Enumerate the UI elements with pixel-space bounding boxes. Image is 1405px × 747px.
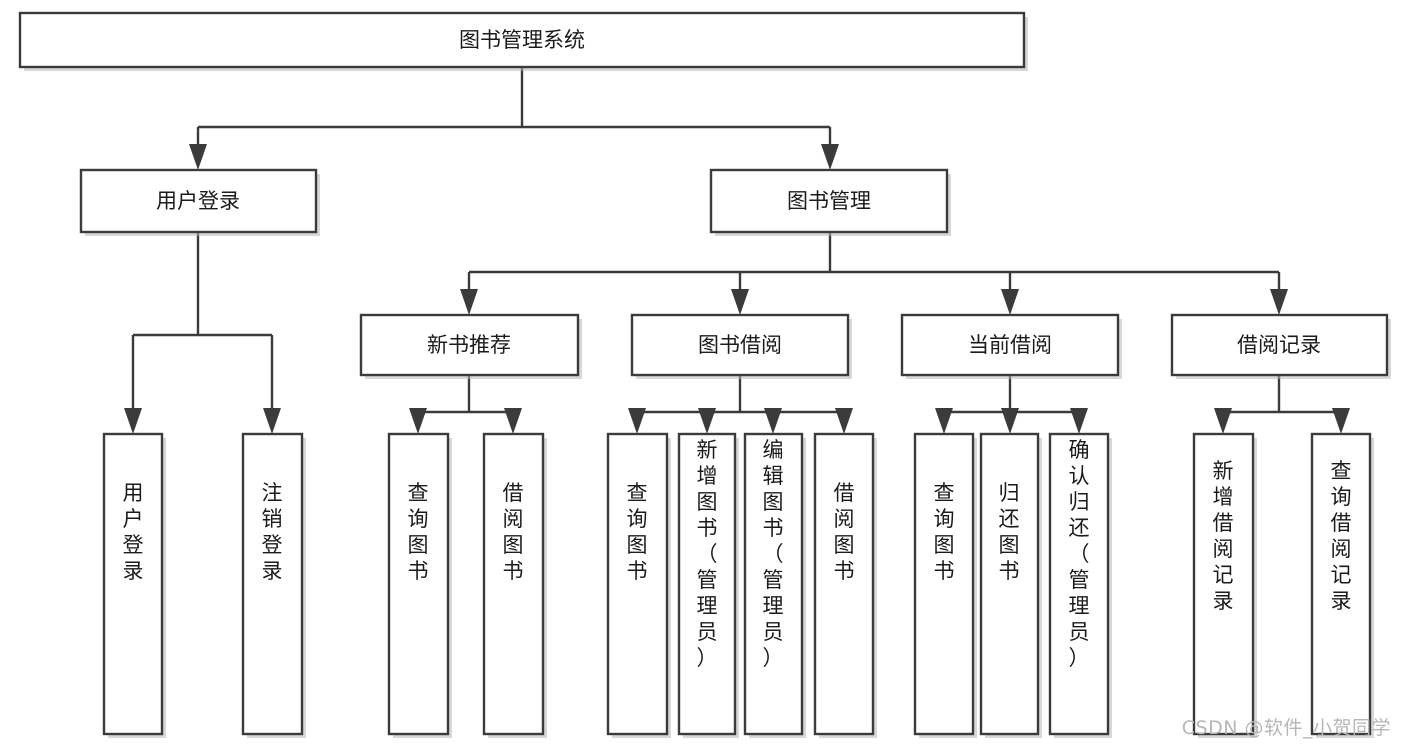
node-root[interactable]: 图书管理系统	[18, 11, 1028, 71]
arrow-book-borrow-leaf-2	[698, 408, 716, 434]
leaf-node-add-book-admin-rect	[677, 432, 737, 736]
leaf-node-query-borrow-record[interactable]: 查询借阅记录	[1310, 432, 1374, 738]
node-book-management[interactable]: 图书管理	[709, 168, 951, 236]
arrow-to-current-borrow	[1001, 289, 1019, 315]
node-current-borrow-label: 当前借阅	[968, 333, 1052, 357]
arrow-borrow-record-leaf-2	[1332, 408, 1350, 434]
node-user-login[interactable]: 用户登录	[79, 168, 320, 236]
connector-group-user-login-to-leaves	[124, 232, 281, 434]
leaf-node-borrow-book-2-label: 借阅图书	[834, 481, 855, 583]
connector-group-book-borrow-to-leaves	[628, 375, 853, 434]
connector-group-root-to-level2	[189, 67, 839, 170]
leaf-node-edit-book-admin-rect	[743, 432, 804, 736]
node-borrow-record[interactable]: 借阅记录	[1170, 313, 1391, 379]
leaf-node-query-book-3-label: 查询图书	[934, 481, 955, 583]
node-root-label: 图书管理系统	[459, 28, 585, 52]
leaf-node-logout-label: 注销登录	[262, 481, 283, 583]
connector-group-book-mgmt-to-level3	[460, 232, 1288, 315]
arrow-to-book-borrow	[731, 289, 749, 315]
connector-group-current-borrow-to-leaves	[935, 375, 1088, 434]
node-book-borrow[interactable]: 图书借阅	[630, 313, 852, 379]
arrow-new-book-leaf-1	[409, 408, 427, 434]
leaf-node-query-book-1-rect	[387, 432, 450, 736]
leaf-node-user-login-rect	[102, 432, 164, 736]
leaf-node-query-book-2[interactable]: 查询图书	[606, 432, 671, 738]
node-current-borrow-rect	[900, 313, 1120, 377]
leaf-node-user-login-label: 用户登录	[123, 481, 144, 583]
leaf-node-logout-rect	[241, 432, 304, 736]
arrow-to-borrow-record	[1270, 289, 1288, 315]
leaf-node-add-borrow-record[interactable]: 新增借阅记录	[1192, 432, 1257, 738]
arrow-current-borrow-leaf-1	[935, 408, 953, 434]
connector-group-borrow-record-to-leaves	[1214, 375, 1350, 434]
node-borrow-record-rect	[1170, 313, 1389, 377]
node-book-borrow-label: 图书借阅	[698, 333, 782, 357]
leaf-node-borrow-book-1[interactable]: 借阅图书	[482, 432, 547, 738]
leaf-node-query-book-3[interactable]: 查询图书	[913, 432, 977, 738]
arrow-to-new-book-recommend	[460, 289, 478, 315]
leaf-node-return-book[interactable]: 归还图书	[979, 432, 1042, 738]
leaf-node-add-borrow-record-label: 新增借阅记录	[1213, 459, 1234, 613]
arrow-user-login-leaf-1	[124, 408, 142, 434]
node-book-management-label: 图书管理	[787, 189, 871, 213]
node-current-borrow[interactable]: 当前借阅	[900, 313, 1122, 379]
leaf-node-borrow-book-2-rect	[813, 432, 875, 736]
leaf-node-query-book-1-label: 查询图书	[408, 481, 429, 583]
node-new-book-recommend-rect	[359, 313, 580, 377]
leaf-node-edit-book-admin-label: 编辑图书（管理员）	[763, 438, 784, 670]
leaf-node-confirm-return-admin[interactable]: 确认归还（管理员）	[1048, 432, 1112, 738]
arrow-book-borrow-leaf-1	[628, 408, 646, 434]
leaf-node-query-borrow-record-label: 查询借阅记录	[1331, 459, 1352, 613]
leaf-node-add-book-admin-label: 新增图书（管理员）	[697, 438, 718, 670]
arrow-book-borrow-leaf-4	[835, 408, 853, 434]
node-user-login-rect	[79, 168, 318, 234]
node-book-management-rect	[709, 168, 949, 234]
node-book-borrow-rect	[630, 313, 850, 377]
arrow-current-borrow-leaf-2	[1001, 408, 1019, 434]
leaf-node-borrow-book-1-label: 借阅图书	[503, 481, 524, 583]
node-root-rect	[18, 11, 1026, 69]
arrow-book-borrow-leaf-3	[764, 408, 782, 434]
leaf-node-query-book-1[interactable]: 查询图书	[387, 432, 452, 738]
node-new-book-recommend-label: 新书推荐	[427, 333, 511, 357]
node-user-login-label: 用户登录	[156, 189, 240, 213]
arrow-root-to-book-mgmt	[821, 144, 839, 170]
node-new-book-recommend[interactable]: 新书推荐	[359, 313, 582, 379]
leaf-node-return-book-label: 归还图书	[999, 481, 1020, 583]
leaf-node-query-book-2-rect	[606, 432, 669, 736]
arrow-current-borrow-leaf-3	[1070, 408, 1088, 434]
leaf-node-user-login[interactable]: 用户登录	[102, 432, 166, 738]
connector-group-new-book-to-leaves	[409, 375, 522, 434]
arrow-borrow-record-leaf-1	[1214, 408, 1232, 434]
leaf-node-confirm-return-admin-rect	[1048, 432, 1110, 736]
arrow-new-book-leaf-2	[504, 408, 522, 434]
leaf-node-add-borrow-record-rect	[1192, 432, 1255, 736]
leaf-node-borrow-book-2[interactable]: 借阅图书	[813, 432, 877, 738]
leaf-node-confirm-return-admin-label: 确认归还（管理员）	[1069, 438, 1090, 670]
leaf-node-edit-book-admin[interactable]: 编辑图书（管理员）	[743, 432, 806, 738]
arrow-user-login-leaf-2	[263, 408, 281, 434]
leaf-node-return-book-rect	[979, 432, 1040, 736]
leaf-node-query-book-3-rect	[913, 432, 975, 736]
leaf-node-borrow-book-1-rect	[482, 432, 545, 736]
leaf-node-query-book-2-label: 查询图书	[627, 481, 648, 583]
arrow-root-to-user-login	[189, 144, 207, 170]
node-borrow-record-label: 借阅记录	[1237, 333, 1321, 357]
leaf-node-add-book-admin[interactable]: 新增图书（管理员）	[677, 432, 739, 738]
leaf-node-query-borrow-record-rect	[1310, 432, 1372, 736]
leaf-node-logout[interactable]: 注销登录	[241, 432, 306, 738]
